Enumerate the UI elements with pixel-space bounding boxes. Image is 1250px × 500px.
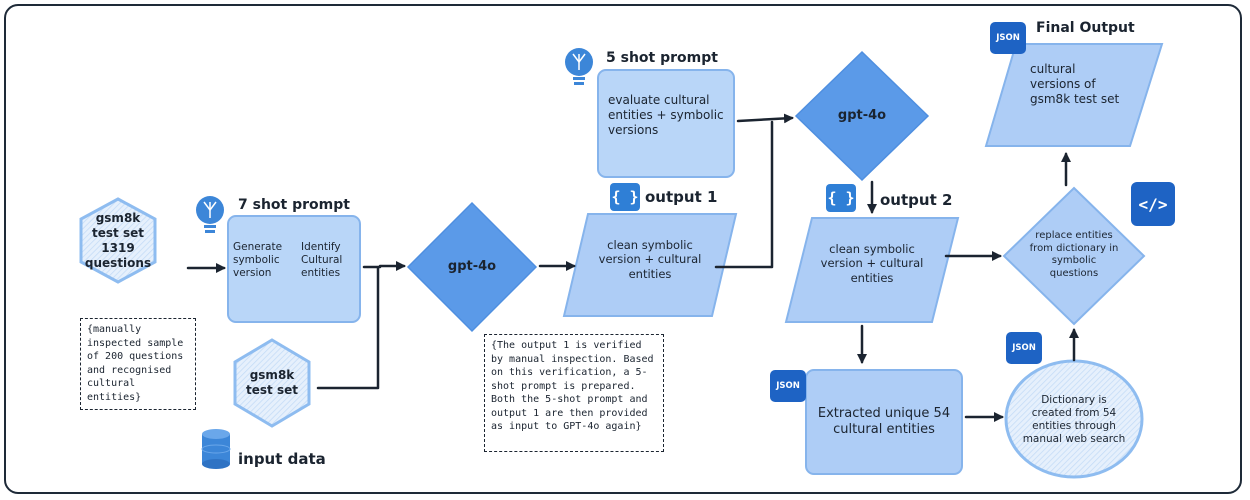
json-badge-dictionary: JSON (1006, 332, 1042, 364)
prompt5-text: evaluate cultural entities + symbolic ve… (608, 93, 724, 137)
extracted-box (805, 369, 963, 475)
verification-note: {The output 1 is verified by manual insp… (484, 334, 664, 452)
replace-text: replace entities from dictionary in symb… (1029, 230, 1119, 279)
parallelogram-output2 (784, 217, 960, 323)
manual-inspection-note: {manually inspected sample of 200 questi… (80, 318, 196, 410)
final-output-heading: Final Output (1036, 20, 1135, 36)
extracted-text: Extracted unique 54 cultural entities (817, 405, 951, 437)
diamond-replace (1002, 186, 1146, 326)
output2-label: output 2 (880, 191, 953, 209)
output1-label: output 1 (645, 188, 718, 206)
arrow-gsm8kset-to-gpt4o (316, 266, 380, 390)
diamond-gpt4o-first (406, 201, 538, 333)
arrow-output1-to-gpt4o2 (714, 120, 774, 269)
database-icon (201, 429, 231, 469)
prompt7-heading: 7 shot prompt (238, 197, 350, 213)
prompt7-generate: Generate symbolic version (233, 241, 283, 280)
prompt7-identify: Identify Cultural entities (301, 241, 343, 280)
diagram-frame (4, 4, 1242, 494)
diamond-gpt4o-second (794, 50, 930, 182)
braces-icon-output1: { } (610, 183, 640, 211)
arrow-prompt5-to-gpt4o2 (736, 113, 794, 124)
hexagon-gsm8k-set (233, 338, 311, 428)
parallelogram-final (984, 43, 1164, 147)
gsm8k-set-label: gsm8k test set (246, 368, 298, 397)
prompt7-box (227, 215, 361, 323)
lightbulb-icon-5shot (565, 48, 593, 85)
input-data-label: input data (238, 450, 326, 468)
output2-text: clean symbolic version + cultural entiti… (820, 242, 924, 285)
dictionary-text: Dictionary is created from 54 entities t… (1022, 393, 1126, 446)
prompt5-heading: 5 shot prompt (606, 50, 718, 66)
braces-icon-output2: { } (826, 184, 856, 212)
gsm8k-1319-label: gsm8k test set 1319 questions (84, 211, 152, 270)
json-badge-final: JSON (990, 22, 1026, 54)
parallelogram-output1 (562, 213, 738, 317)
lightbulb-icon-7shot (196, 196, 224, 233)
json-badge-extracted: JSON (770, 370, 806, 402)
prompt5-box (597, 69, 735, 178)
gpt4o-first-label: gpt-4o (447, 258, 497, 274)
output1-text: clean symbolic version + cultural entiti… (598, 238, 702, 281)
final-output-text: cultural versions of gsm8k test set (1030, 62, 1120, 106)
arrow-prompt7-to-gpt4o (362, 261, 406, 271)
code-icon: </> (1131, 182, 1175, 226)
hexagon-gsm8k-1319 (79, 197, 157, 284)
gpt4o-second-label: gpt-4o (837, 107, 887, 123)
